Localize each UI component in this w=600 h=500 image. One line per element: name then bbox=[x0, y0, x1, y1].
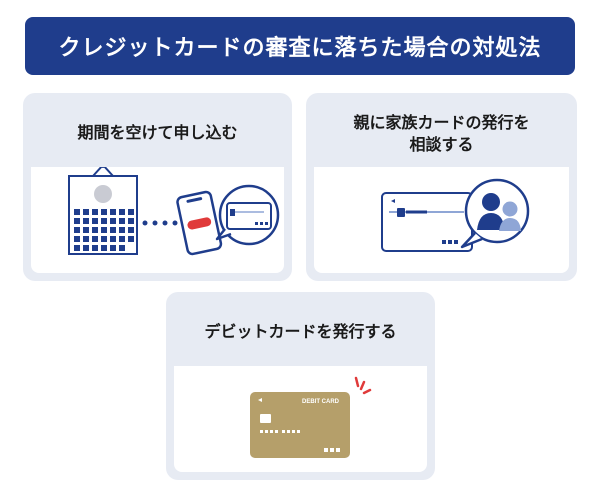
option-card-debit: デビットカードを発行する DEBIT CARD bbox=[166, 292, 435, 480]
wait-illustration bbox=[68, 167, 280, 256]
option-label-debit: デビットカードを発行する bbox=[204, 322, 397, 341]
option-illustration-area: DEBIT CARD bbox=[174, 366, 427, 472]
option-illustration-area bbox=[314, 167, 569, 273]
option-illustration-area bbox=[31, 167, 284, 273]
option-label-wait: 期間を空けて申し込む bbox=[77, 123, 238, 142]
option-label-family-line1: 親に家族カードの発行を bbox=[353, 113, 530, 132]
smartphone-icon bbox=[176, 190, 223, 256]
debit-illustration: DEBIT CARD bbox=[250, 376, 372, 458]
credit-card-icon bbox=[381, 192, 473, 252]
option-card-family: 親に家族カードの発行を 相談する bbox=[306, 93, 577, 281]
calendar-icon bbox=[68, 167, 138, 255]
debit-card-icon: DEBIT CARD bbox=[250, 392, 350, 458]
option-card-wait: 期間を空けて申し込む bbox=[23, 93, 292, 281]
family-icon bbox=[460, 178, 530, 249]
credit-card-icon bbox=[215, 184, 280, 246]
debit-card-text: DEBIT CARD bbox=[302, 399, 340, 405]
sparkle-lines bbox=[354, 376, 372, 395]
ellipsis-dots bbox=[142, 220, 178, 226]
page-title: クレジットカードの審査に落ちた場合の対処法 bbox=[58, 36, 542, 61]
title-banner: クレジットカードの審査に落ちた場合の対処法 bbox=[25, 17, 575, 75]
option-label-family-line2: 相談する bbox=[409, 135, 474, 154]
family-illustration bbox=[381, 178, 530, 252]
